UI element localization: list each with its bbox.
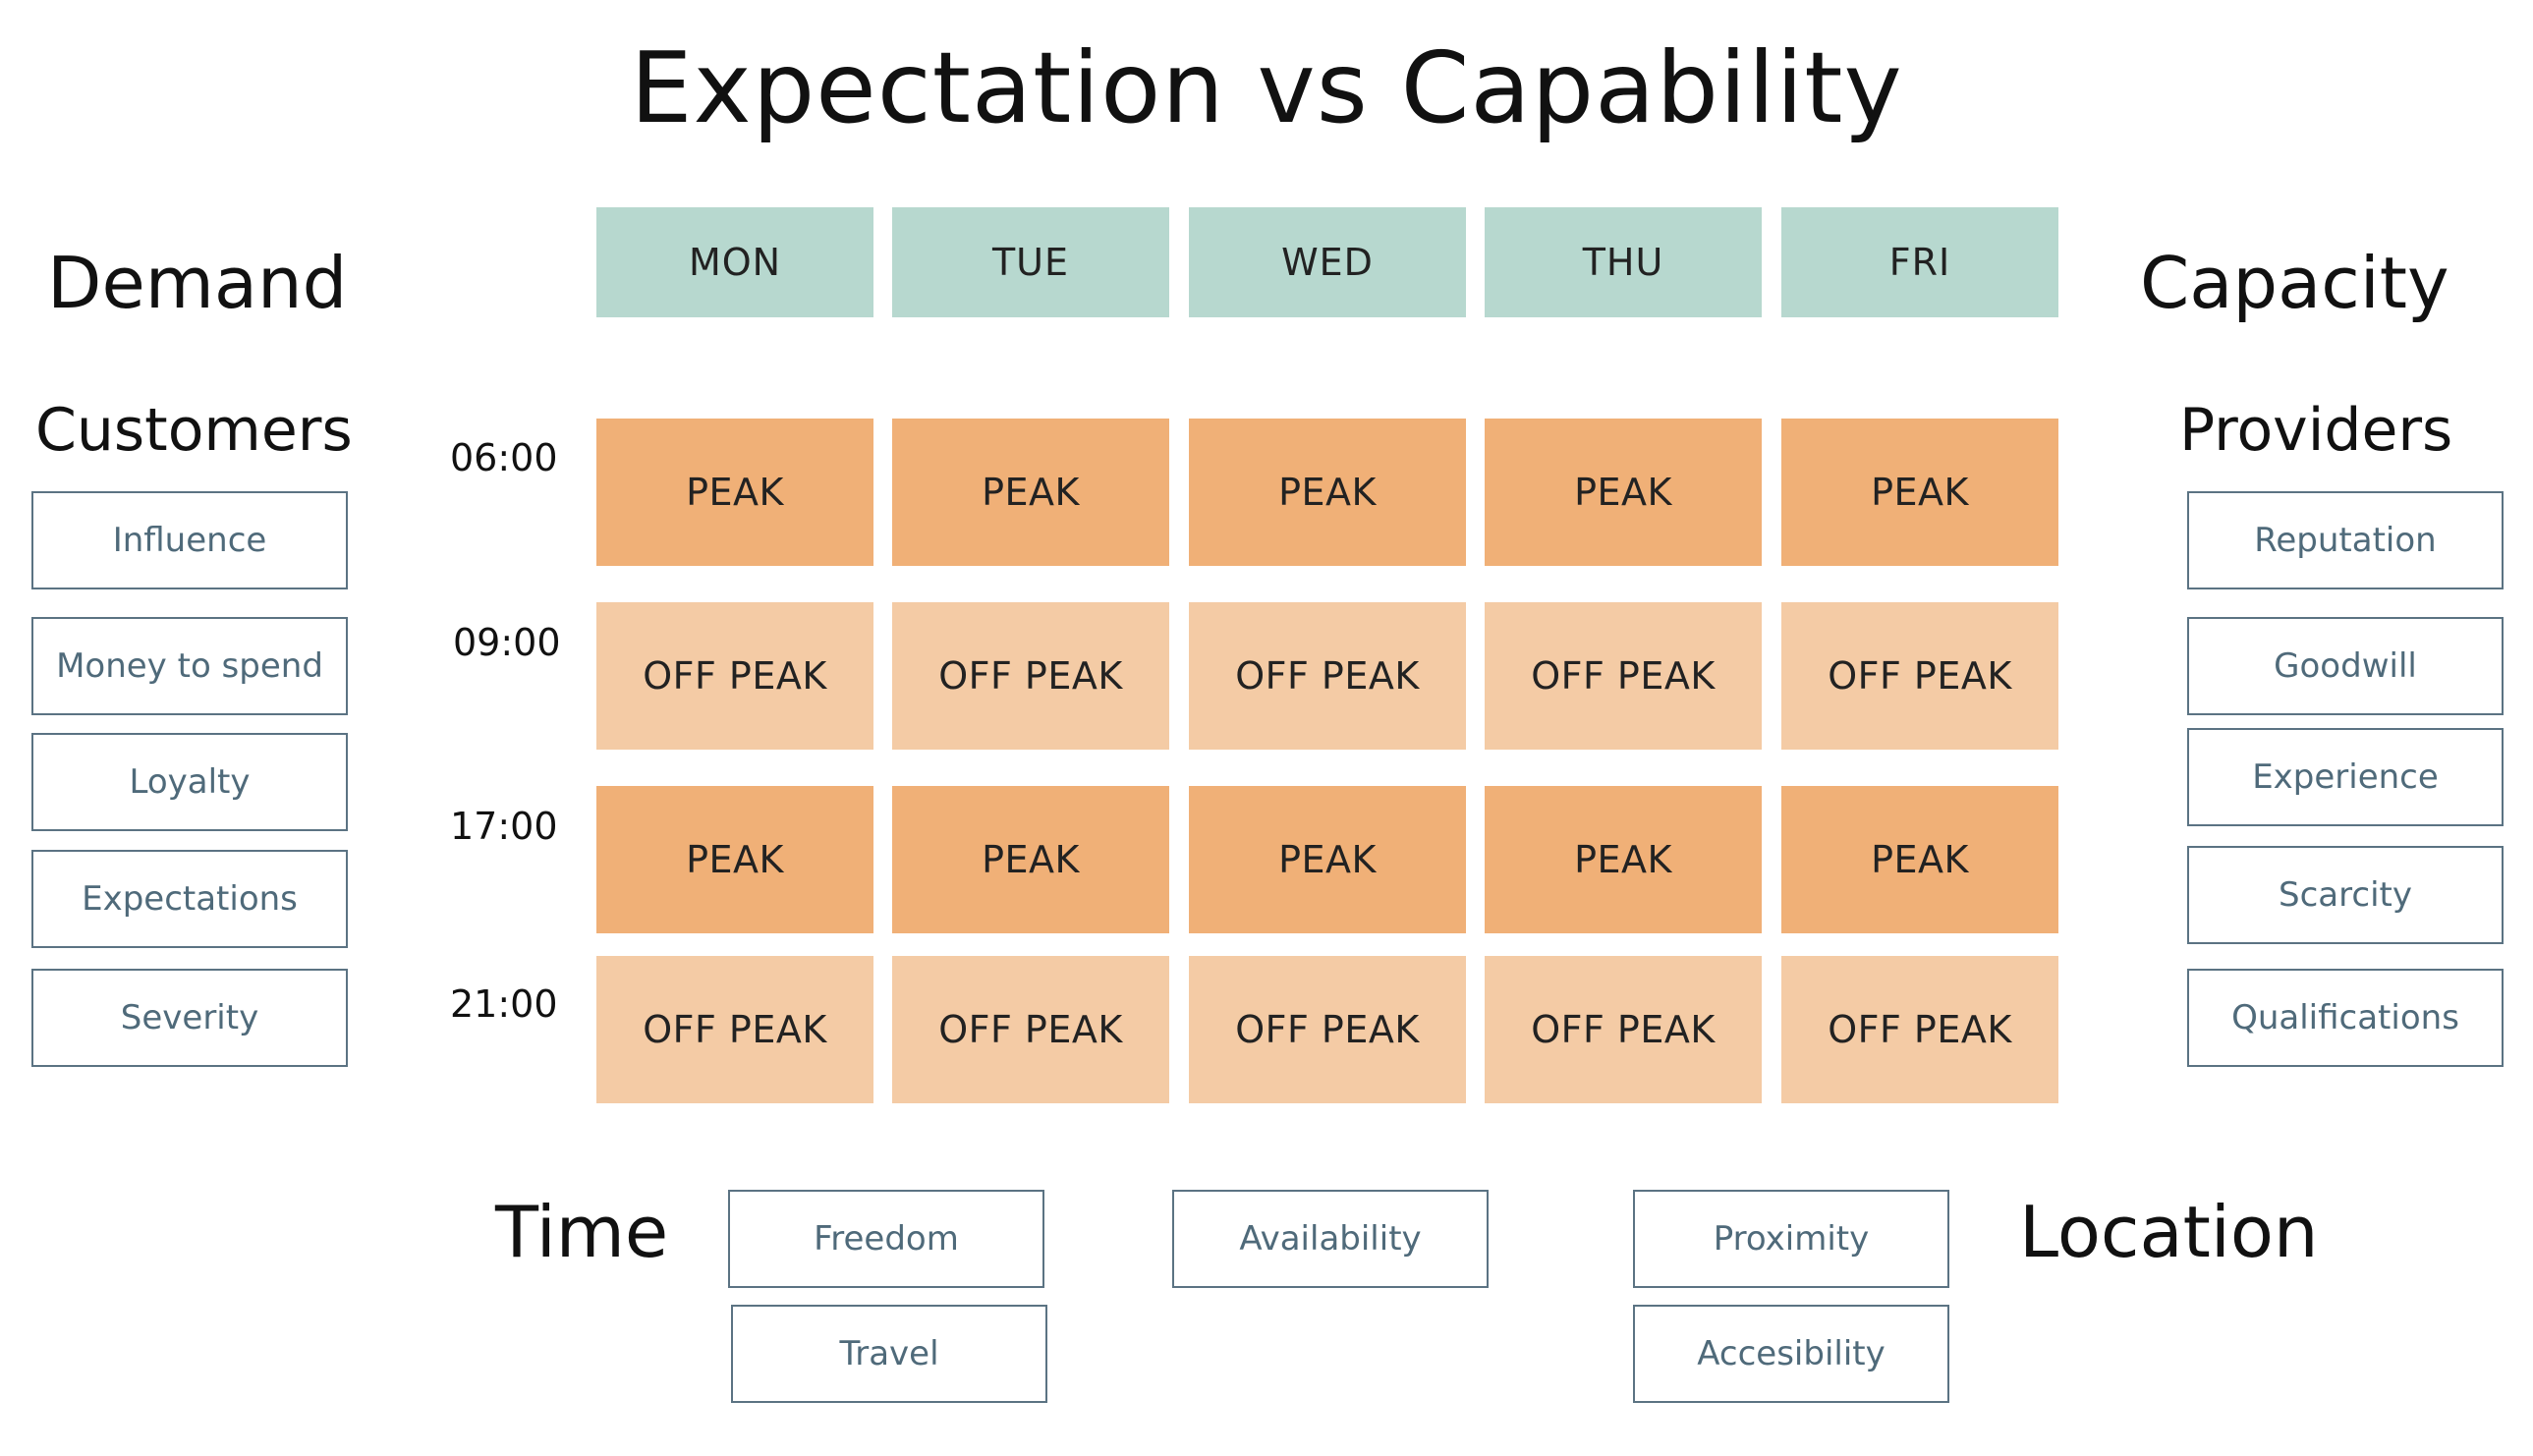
day-header-fri: FRI <box>1781 207 2058 317</box>
cell-21-00-fri: OFF PEAK <box>1781 956 2058 1103</box>
day-header-tue: TUE <box>892 207 1169 317</box>
cell-06-00-mon: PEAK <box>596 419 873 566</box>
cell-06-00-wed: PEAK <box>1189 419 1466 566</box>
cell-06-00-fri: PEAK <box>1781 419 2058 566</box>
factor-goodwill: Goodwill <box>2187 617 2504 715</box>
cell-21-00-tue: OFF PEAK <box>892 956 1169 1103</box>
day-header-wed: WED <box>1189 207 1466 317</box>
factor-money-to-spend: Money to spend <box>31 617 348 715</box>
cell-17-00-fri: PEAK <box>1781 786 2058 933</box>
capacity-heading: Capacity <box>2140 242 2449 324</box>
cell-17-00-tue: PEAK <box>892 786 1169 933</box>
factor-qualifications: Qualifications <box>2187 969 2504 1067</box>
cell-09-00-tue: OFF PEAK <box>892 602 1169 750</box>
factor-travel: Travel <box>731 1305 1047 1403</box>
cell-06-00-thu: PEAK <box>1485 419 1762 566</box>
factor-availability: Availability <box>1172 1190 1489 1288</box>
providers-heading: Providers <box>2179 396 2453 465</box>
cell-09-00-wed: OFF PEAK <box>1189 602 1466 750</box>
time-label-09-00: 09:00 <box>453 621 561 664</box>
day-header-mon: MON <box>596 207 873 317</box>
time-label-17-00: 17:00 <box>450 805 558 848</box>
cell-17-00-mon: PEAK <box>596 786 873 933</box>
cell-06-00-tue: PEAK <box>892 419 1169 566</box>
cell-09-00-mon: OFF PEAK <box>596 602 873 750</box>
diagram-title: Expectation vs Capability <box>630 30 1903 145</box>
factor-severity: Severity <box>31 969 348 1067</box>
cell-17-00-thu: PEAK <box>1485 786 1762 933</box>
factor-proximity: Proximity <box>1633 1190 1949 1288</box>
cell-17-00-wed: PEAK <box>1189 786 1466 933</box>
location-heading: Location <box>2019 1191 2319 1273</box>
time-label-21-00: 21:00 <box>450 982 558 1026</box>
cell-21-00-mon: OFF PEAK <box>596 956 873 1103</box>
cell-09-00-thu: OFF PEAK <box>1485 602 1762 750</box>
day-header-thu: THU <box>1485 207 1762 317</box>
factor-expectations: Expectations <box>31 850 348 948</box>
factor-experience: Experience <box>2187 728 2504 826</box>
cell-21-00-thu: OFF PEAK <box>1485 956 1762 1103</box>
cell-21-00-wed: OFF PEAK <box>1189 956 1466 1103</box>
time-label-06-00: 06:00 <box>450 436 558 479</box>
time-heading: Time <box>495 1191 669 1273</box>
demand-heading: Demand <box>47 242 348 324</box>
factor-influence: Influence <box>31 491 348 589</box>
customers-heading: Customers <box>35 396 353 465</box>
factor-freedom: Freedom <box>728 1190 1044 1288</box>
factor-loyalty: Loyalty <box>31 733 348 831</box>
factor-scarcity: Scarcity <box>2187 846 2504 944</box>
factor-reputation: Reputation <box>2187 491 2504 589</box>
factor-accesibility: Accesibility <box>1633 1305 1949 1403</box>
cell-09-00-fri: OFF PEAK <box>1781 602 2058 750</box>
